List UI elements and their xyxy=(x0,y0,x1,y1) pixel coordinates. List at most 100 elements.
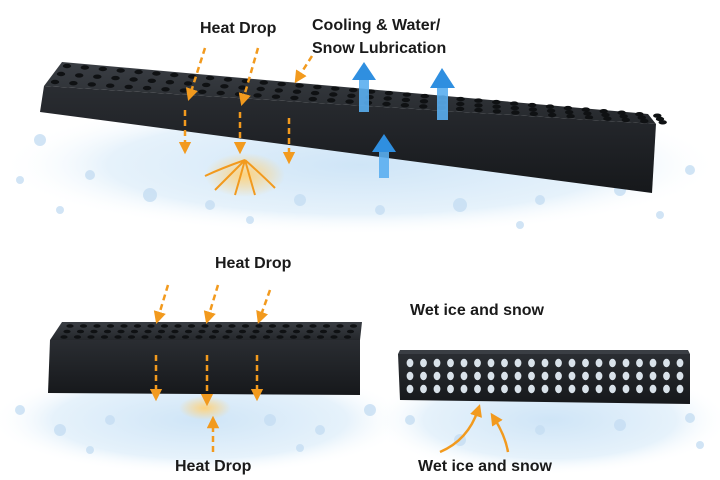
perforation-hole xyxy=(265,329,274,334)
perforation-hole xyxy=(566,114,575,119)
perforation-hole xyxy=(141,335,149,339)
perforation-hole xyxy=(106,324,115,328)
cooling-arrow xyxy=(352,62,376,112)
plate-top-face xyxy=(398,350,690,354)
perforation-hole xyxy=(90,329,98,334)
perforation-hole xyxy=(609,358,616,368)
perforation-hole xyxy=(433,358,441,368)
perforation-hole xyxy=(400,103,410,108)
perforation-hole xyxy=(111,75,120,81)
perforation-hole xyxy=(460,371,468,381)
heat-arrow xyxy=(238,47,260,107)
perforation-hole xyxy=(420,384,427,394)
perforation-hole xyxy=(306,329,314,334)
perforation-hole xyxy=(555,371,562,381)
perforation-hole xyxy=(160,324,169,328)
perforation-hole xyxy=(528,107,538,112)
perforation-hole xyxy=(343,335,352,339)
perforation-hole xyxy=(120,324,128,328)
perforation-hole xyxy=(73,335,82,339)
perforation-hole xyxy=(402,92,412,97)
perforation-hole xyxy=(259,80,268,85)
perforation-hole xyxy=(154,335,163,339)
wet-ice-label-top: Wet ice and snow xyxy=(410,302,544,319)
perforation-hole xyxy=(147,324,155,328)
perforation-hole xyxy=(274,88,283,93)
perforation-hole xyxy=(541,358,549,368)
perforation-hole xyxy=(241,324,250,328)
perforation-hole xyxy=(433,384,441,394)
perforation-hole xyxy=(492,109,502,114)
perforation-hole xyxy=(66,324,74,328)
perforation-hole xyxy=(253,93,262,98)
heat-arrow xyxy=(256,289,272,324)
perforation-hole xyxy=(406,358,414,368)
perforation-hole xyxy=(384,90,394,96)
plate-front-face xyxy=(40,86,656,193)
perforation-hole xyxy=(563,105,573,111)
perforation-hole xyxy=(663,384,670,394)
perforation-hole xyxy=(179,88,189,93)
perforation-hole xyxy=(349,324,358,328)
perforation-hole xyxy=(595,384,603,394)
perforation-hole xyxy=(63,329,71,334)
plate-top-face xyxy=(44,62,656,124)
perforation-hole xyxy=(103,329,112,334)
perforation-hole xyxy=(69,81,78,86)
perforation-hole xyxy=(460,384,468,394)
perforation-hole xyxy=(220,84,229,89)
perforation-hole xyxy=(271,94,281,99)
perforation-hole xyxy=(401,97,411,103)
perforation-hole xyxy=(171,329,179,334)
perforation-hole xyxy=(601,112,610,118)
perforation-hole xyxy=(195,335,203,339)
perforation-hole xyxy=(198,329,206,334)
perforation-hole xyxy=(205,75,215,81)
perforation-hole xyxy=(568,371,576,381)
perforation-hole xyxy=(447,371,454,381)
perforation-hole xyxy=(582,384,589,394)
perforation-hole xyxy=(511,110,520,115)
perforation-hole xyxy=(514,371,522,381)
heat-arrow xyxy=(294,55,314,84)
cooling-label-line2: Snow Lubrication xyxy=(312,40,447,57)
perforation-hole xyxy=(106,83,115,88)
perforation-hole xyxy=(548,112,557,118)
perforation-hole xyxy=(295,324,304,328)
heat-glow-top xyxy=(205,153,285,197)
perforated-plate-bottom-right xyxy=(398,350,690,404)
perforation-hole xyxy=(157,329,166,334)
perforated-plate-bottom-left xyxy=(48,322,362,395)
perforation-hole xyxy=(474,358,481,368)
perforation-hole xyxy=(147,78,156,84)
perforation-hole xyxy=(202,82,211,88)
perforation-hole xyxy=(447,358,454,368)
perforation-hole xyxy=(214,324,223,328)
perforation-hole xyxy=(152,71,161,76)
perforation-hole xyxy=(555,358,562,368)
perforation-hole xyxy=(56,71,66,77)
perforation-hole xyxy=(653,113,662,118)
perforation-hole xyxy=(170,72,179,78)
perforation-hole xyxy=(460,358,468,368)
perforation-hole xyxy=(268,324,277,328)
perforation-hole xyxy=(676,358,684,368)
perforation-hole xyxy=(383,96,392,101)
perforation-hole xyxy=(161,87,170,92)
perforation-hole xyxy=(501,358,508,368)
perforation-hole xyxy=(127,335,136,339)
perforation-hole xyxy=(93,324,101,328)
perforation-hole xyxy=(635,112,644,117)
perforation-hole xyxy=(501,384,508,394)
cooling-arrow xyxy=(430,68,455,120)
perforation-hole xyxy=(117,329,125,334)
perforation-hole xyxy=(541,384,549,394)
perforation-hole xyxy=(252,329,260,334)
plate-holes-bottom-left xyxy=(60,324,358,339)
perforation-hole xyxy=(80,65,90,70)
perforation-hole xyxy=(649,384,657,394)
heat-drop-label-middle: Heat Drop xyxy=(215,255,292,272)
perforation-hole xyxy=(514,358,522,368)
perforation-hole xyxy=(568,358,576,368)
